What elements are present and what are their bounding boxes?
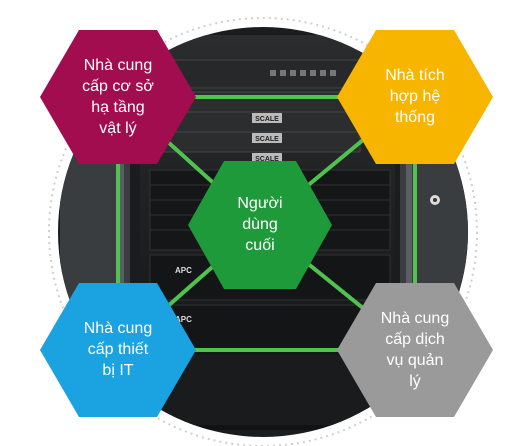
- node-managed-service-provider-label: Nhà cung cấp dịch vụ quản lý: [380, 309, 450, 390]
- dotted-ring: [48, 17, 478, 446]
- node-managed-service-provider-hexagon: [337, 283, 493, 417]
- node-end-user-hexagon: [188, 161, 332, 289]
- node-it-equipment-provider-hexagon: [40, 283, 196, 417]
- node-end-user-label: Người dùng cuối: [237, 195, 283, 255]
- node-it-equipment-provider-label: Nhà cung cấp thiết bị IT: [83, 320, 153, 380]
- node-system-integrator-label: Nhà tích hợp hệ thống: [385, 67, 445, 127]
- node-physical-infrastructure-provider-label: Nhà cung cấp cơ sở hạ tầng vật lý: [82, 56, 154, 137]
- ups-label-2: APC: [175, 315, 192, 324]
- brand-label-3: SCALE: [255, 156, 279, 163]
- ups-label-1: APC: [175, 266, 192, 275]
- node-physical-infrastructure-provider-hexagon: [40, 30, 196, 164]
- brand-label-2: SCALE: [255, 136, 279, 143]
- node-system-integrator-hexagon: [337, 30, 493, 164]
- hexagon-nodes: [40, 30, 493, 417]
- brand-label-1: SCALE: [255, 116, 279, 123]
